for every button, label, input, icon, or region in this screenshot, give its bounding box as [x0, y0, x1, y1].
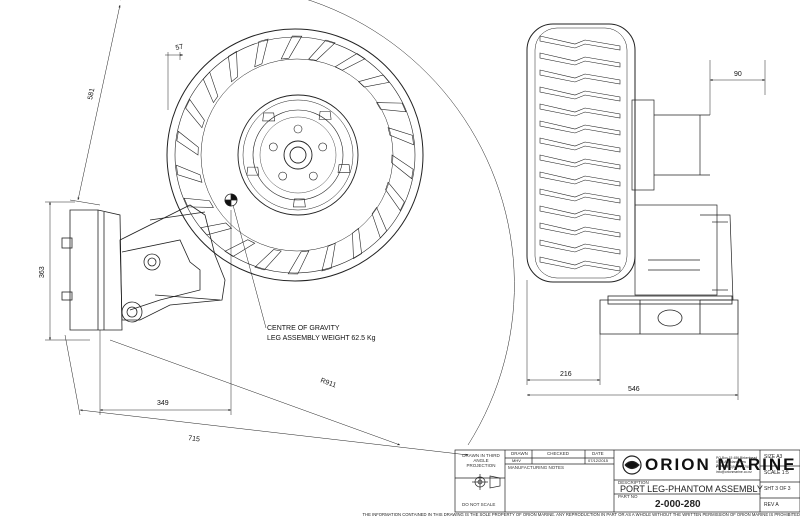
cg-annotation-line1: CENTRE OF GRAVITY [267, 325, 340, 332]
tread-block [539, 256, 621, 272]
tire-lug [185, 98, 205, 129]
tread-block [539, 154, 621, 170]
wheel-nut [278, 171, 288, 181]
dim-90: 90 [734, 71, 742, 78]
company-address: PO Box 15 486 Birkenhead 0746 Auckland N… [716, 456, 758, 468]
company-web: info@orionmarine.co.nz [716, 470, 752, 474]
orion-marine-logo-mark [622, 455, 642, 475]
revision: REV A [764, 502, 779, 508]
dim-349: 349 [157, 400, 169, 407]
tire-lug [371, 206, 388, 239]
title-block-frame [454, 449, 800, 513]
tread-block [539, 52, 621, 68]
part-number: 2-000-280 [655, 499, 701, 510]
tire-lug [352, 227, 362, 260]
projection-label: DRAWN IN THIRD ANGLE PROJECTION [462, 453, 500, 468]
wheel-nut [268, 142, 278, 152]
tread-block [539, 205, 621, 221]
manufacturing-notes-label: MANUFACTURING NOTES [508, 465, 565, 470]
company-name: ORION MARINE [645, 455, 797, 474]
dim-715: 715 [188, 435, 201, 443]
rim-window [337, 164, 351, 173]
leg-bracket [61, 204, 226, 331]
drawing-description: PORT LEG-PHANTOM ASSEMBLY [620, 484, 763, 494]
description-label: DESCRIPTION [618, 480, 649, 485]
tire-lug [224, 239, 256, 257]
hub-assembly [631, 99, 734, 301]
tread-block [539, 239, 621, 255]
tire-lug [183, 197, 214, 208]
sheet-number: SHT 3 OF 3 [764, 486, 791, 492]
drawn-value: MHV [512, 458, 521, 463]
dim-r911: R911 [319, 377, 337, 389]
tread-block [539, 86, 621, 102]
do-not-scale-label: DO NOT SCALE [462, 502, 496, 507]
third-angle-projection-symbol [472, 474, 501, 490]
tire-lug [228, 50, 238, 83]
tread-block [539, 171, 621, 187]
wheel-nut [293, 124, 303, 134]
wheel-nut [318, 142, 328, 152]
dim-546: 546 [628, 386, 640, 393]
tire-lug [376, 102, 407, 113]
tire-lug [176, 130, 199, 156]
tread-block [539, 188, 621, 204]
tread-block [539, 120, 621, 136]
dim-581: 581 [87, 87, 96, 100]
front-view [526, 23, 766, 400]
dim-363: 363 [39, 266, 46, 278]
wheel-nut [308, 171, 318, 181]
tire-lug [391, 154, 414, 180]
part-no-label: PART NO [618, 494, 638, 499]
drawn-label: DRAWN [511, 451, 528, 456]
company-phone: Ph: +64 (0)9 870 4790 [716, 465, 750, 469]
tread-block [539, 35, 621, 51]
tire-front [526, 23, 636, 283]
tire-lug [357, 74, 390, 88]
ownership-disclaimer: THE INFORMATION CONTAINED IN THIS DRAWIN… [362, 512, 800, 517]
drawing-scale: SCALE 1:5 [764, 470, 789, 476]
tire-lug [334, 53, 366, 71]
tire-lug [254, 38, 269, 68]
rim-window [246, 166, 260, 176]
dim-57: 57 [175, 43, 184, 51]
side-view [45, 0, 515, 456]
tire-lug [321, 242, 336, 272]
tire-lug [254, 249, 282, 271]
tread-block [539, 222, 621, 238]
tire [166, 28, 424, 282]
dimensions-right [526, 60, 766, 400]
tire-lug [387, 127, 414, 146]
radius-arc [120, 0, 515, 446]
cg-annotation-line2: LEG ASSEMBLY WEIGHT 62.5 Kg [267, 335, 376, 342]
date-value: 07/12/2015 [588, 458, 609, 463]
tire-lug [202, 71, 219, 104]
rim-window [318, 111, 332, 120]
tire-lug [200, 222, 233, 236]
rim [237, 94, 359, 216]
tire-lug [308, 39, 336, 61]
tire-lug [287, 250, 310, 275]
dimensions-left [45, 4, 469, 456]
date-label: DATE [592, 451, 604, 456]
centre-of-gravity-symbol [224, 193, 238, 207]
rim-window [293, 198, 306, 208]
foot-pad [599, 295, 739, 335]
cg-leader [232, 204, 267, 329]
sheet-size: SIZE A3 [764, 454, 783, 460]
tread-block [539, 69, 621, 85]
tread-block [539, 103, 621, 119]
checked-label: CHECKED [547, 451, 570, 456]
dim-216: 216 [560, 371, 572, 378]
tire-lug [385, 181, 405, 212]
tire-lug [176, 164, 203, 183]
tread-block [539, 137, 621, 153]
tire-lug [280, 35, 303, 60]
rim-window [262, 112, 276, 122]
